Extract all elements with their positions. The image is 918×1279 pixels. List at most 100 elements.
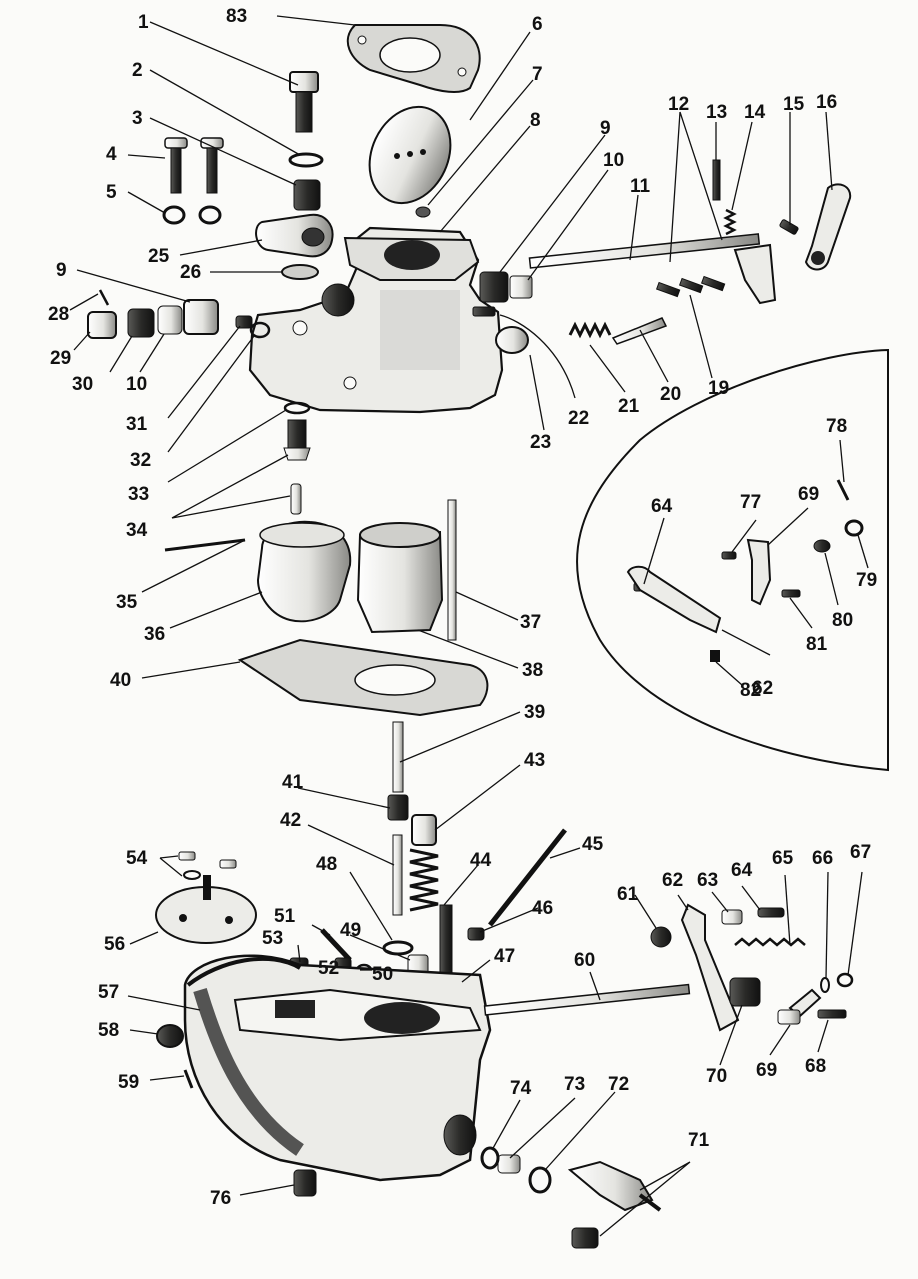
part-13-screw [712, 159, 721, 201]
callout-62b: 62 [752, 678, 773, 699]
part-5-washers [162, 205, 222, 225]
callout-74: 74 [510, 1078, 532, 1099]
part-35-float-pin [164, 538, 246, 552]
callout-33: 33 [128, 484, 149, 505]
part-78-pin [836, 479, 850, 501]
part-54-screws [178, 851, 237, 880]
part-81-screw [781, 589, 801, 598]
callout-41: 41 [282, 772, 304, 793]
part-46-washer [467, 927, 485, 941]
callout-59: 59 [118, 1072, 139, 1093]
callout-69b: 69 [798, 484, 819, 505]
part-63-clip [721, 909, 743, 925]
lower-float-chamber-body [183, 954, 492, 1182]
callout-23: 23 [530, 432, 551, 453]
part-68-screw [817, 1009, 847, 1019]
part-12-lever [733, 243, 777, 305]
callout-76: 76 [210, 1188, 231, 1209]
part-4-bolts [164, 137, 224, 194]
part-51-screw [320, 928, 352, 962]
callout-15: 15 [783, 94, 805, 115]
part-20-screw [611, 317, 668, 345]
part-9-left-nut [183, 299, 219, 335]
part-39-emulsion-tube [392, 721, 404, 793]
leader-lines [69, 15, 869, 1237]
part-11-throttle-spindle [528, 233, 761, 269]
callout-64b: 64 [651, 496, 673, 517]
callout-26: 26 [180, 262, 201, 283]
callout-66: 66 [812, 848, 833, 869]
part-15-screw [779, 219, 799, 235]
part-32-washer [249, 321, 271, 339]
part-30-ferrule [127, 308, 155, 338]
part-1-banjo-bolt [289, 71, 319, 133]
callout-10a: 10 [126, 374, 147, 395]
callout-38: 38 [522, 660, 543, 681]
callout-30: 30 [72, 374, 93, 395]
callout-36: 36 [144, 624, 165, 645]
callout-7: 7 [532, 64, 543, 85]
callout-68: 68 [805, 1056, 826, 1077]
part-21-spring [568, 321, 612, 339]
callout-77: 77 [740, 492, 761, 513]
detail-inset-outline [576, 348, 889, 772]
callout-44: 44 [470, 850, 492, 871]
callout-50: 50 [372, 964, 393, 985]
part-40-gasket [237, 638, 489, 717]
part-69-inset-lever [746, 538, 772, 606]
part-14-spring [723, 208, 737, 236]
callout-78: 78 [826, 416, 847, 437]
callout-13: 13 [706, 102, 727, 123]
part-66-ring [820, 977, 830, 993]
part-25-banjo-union [255, 213, 334, 258]
callout-45: 45 [582, 834, 604, 855]
callout-47: 47 [494, 946, 515, 967]
callout-48: 48 [316, 854, 337, 875]
callout-25: 25 [148, 246, 170, 267]
part-34-needle [290, 483, 302, 515]
callout-10b: 10 [603, 150, 624, 171]
callout-51: 51 [274, 906, 296, 927]
callout-69a: 69 [756, 1060, 777, 1081]
callout-46: 46 [532, 898, 553, 919]
callout-65: 65 [772, 848, 794, 869]
callout-62a: 62 [662, 870, 683, 891]
callout-6: 6 [532, 14, 543, 35]
part-61-nut [650, 926, 672, 948]
part-22-screw [472, 306, 496, 317]
callout-61: 61 [617, 884, 639, 905]
part-7-screw [415, 206, 431, 218]
part-79-nut [844, 519, 864, 537]
callout-81: 81 [806, 634, 828, 655]
part-9-10-nut-right [479, 271, 533, 303]
callout-19: 19 [708, 378, 729, 399]
part-60-spindle [483, 983, 691, 1016]
callout-67: 67 [850, 842, 871, 863]
part-48-washer [382, 940, 414, 956]
part-45-jet-needle [488, 828, 567, 927]
callout-35: 35 [116, 592, 138, 613]
callout-8: 8 [530, 110, 541, 131]
callout-28: 28 [48, 304, 69, 325]
callout-80: 80 [832, 610, 853, 631]
callout-12: 12 [668, 94, 689, 115]
part-23-cap [495, 326, 529, 354]
callout-58: 58 [98, 1020, 119, 1041]
callout-22: 22 [568, 408, 589, 429]
part-41-nozzle [387, 794, 409, 821]
part-82-screw [710, 650, 720, 662]
callout-63: 63 [697, 870, 718, 891]
part-2-washer [288, 152, 324, 168]
part-44-valve [439, 904, 453, 981]
part-31-screw [235, 315, 253, 329]
part-67-nut [836, 972, 854, 988]
callout-49: 49 [340, 920, 361, 941]
callout-71: 71 [688, 1130, 710, 1151]
part-36-float [256, 520, 352, 623]
part-56-diaphragm-cover [155, 875, 257, 944]
callout-70: 70 [706, 1066, 727, 1087]
callout-57: 57 [98, 982, 119, 1003]
part-38-venturi [356, 522, 444, 634]
